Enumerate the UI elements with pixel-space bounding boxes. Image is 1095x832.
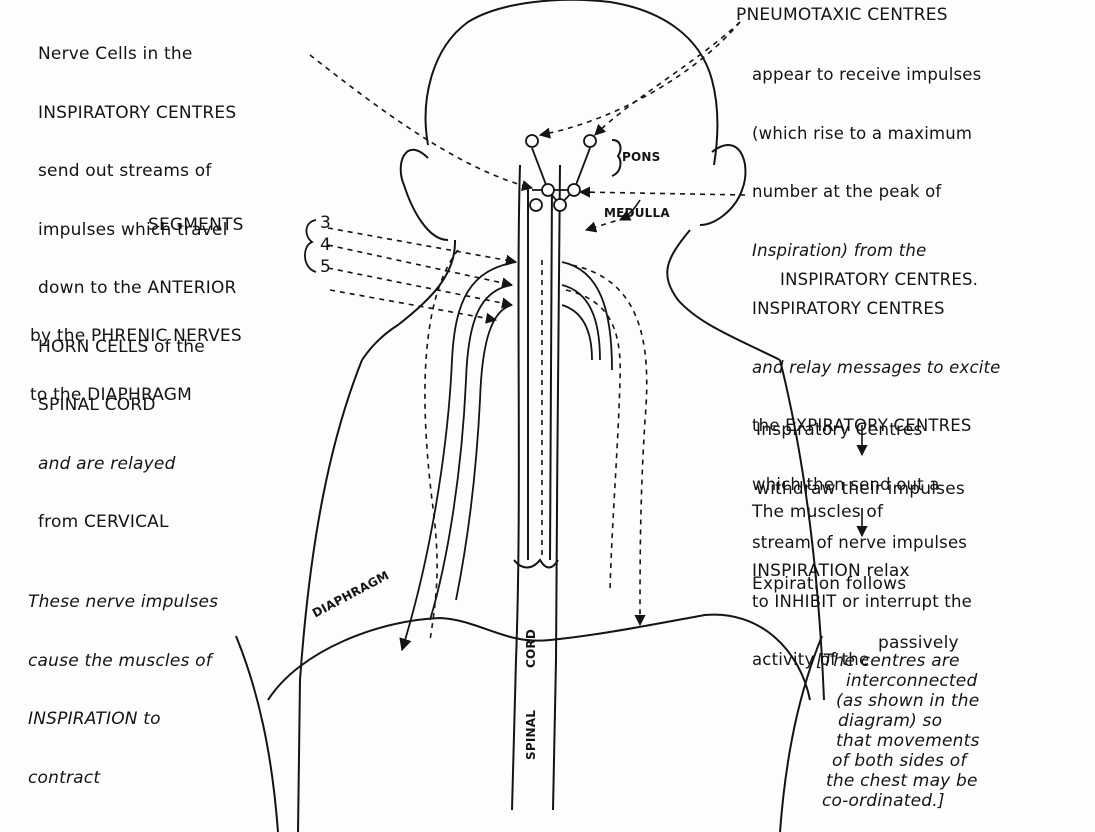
phrenic-nerve-left-3 <box>456 305 512 600</box>
left-ear <box>401 150 448 240</box>
note-line-4: diagram) so <box>838 712 942 732</box>
phrenic-text-line: to the DIAPHRAGM <box>30 386 242 406</box>
cord-cut <box>514 560 558 568</box>
leader-seg3 <box>328 228 516 262</box>
spinal-cord-right <box>553 165 560 810</box>
head-outline <box>426 0 718 165</box>
phrenic-nerve-left-2 <box>430 285 512 620</box>
pneumotaxic-title: PNEUMOTAXIC CENTRES <box>736 6 948 26</box>
dashed-nerve-right-inner <box>566 290 620 590</box>
segments-label: SEGMENTS <box>148 216 244 236</box>
pneumotaxic-text-line: number at the peak of <box>752 182 1001 202</box>
leader-expiratory <box>580 192 745 195</box>
impulses-text-line: These nerve impulses <box>28 593 218 613</box>
impulses-text-line: contract <box>28 769 218 789</box>
pneumotaxic-text-line: INSPIRATORY CENTRES <box>752 299 1001 319</box>
cord-label: CORD <box>524 629 538 668</box>
note-line-6: of both sides of <box>832 752 967 772</box>
pneumotaxic-text-line: Inspiration) from the <box>752 241 1001 261</box>
chest-wall-left <box>236 636 278 832</box>
left-text-line: from CERVICAL <box>38 513 237 533</box>
pons-label: PONS <box>622 150 660 164</box>
note-line-2: interconnected <box>846 672 977 692</box>
pneumotaxic-text-line: and relay messages to excite <box>752 358 1001 378</box>
leader-phrenic <box>330 290 496 320</box>
impulses-text-block: These nerve impulses cause the muscles o… <box>28 554 218 827</box>
note-line-7: the chest may be <box>826 772 978 792</box>
pneumotaxic-text-line: appear to receive impulses <box>752 65 1001 85</box>
impulses-text-line: cause the muscles of <box>28 652 218 672</box>
note-line-1: [The centres are <box>816 652 960 672</box>
sequence-line: Expiration follows <box>752 575 959 595</box>
note-line-8: co-ordinated.] <box>822 792 945 812</box>
medulla-label: MEDULLA <box>604 206 670 220</box>
phrenic-nerve-right-1 <box>562 262 612 370</box>
pneumotaxic-text-line: (which rise to a maximum <box>752 124 1001 144</box>
phrenic-nerve-left-1 <box>402 262 516 650</box>
neck-left <box>362 240 455 360</box>
segment-number-3: 3 <box>320 214 331 234</box>
phrenic-text-block: by the PHRENIC NERVES to the DIAPHRAGM <box>30 288 242 444</box>
note-line-5: that movements <box>836 732 980 752</box>
left-text-line: INSPIRATORY CENTRES <box>38 104 237 124</box>
spinal-label: SPINAL <box>524 710 538 760</box>
phrenic-nerve-right-3 <box>562 305 592 360</box>
left-text-line: and are relayed <box>38 455 237 475</box>
right-ear <box>700 145 745 225</box>
segment-number-5: 5 <box>320 258 331 278</box>
sequence-line: Inspiratory Centres <box>756 421 965 441</box>
pneumotaxic-final-line: INSPIRATORY CENTRES. <box>780 270 978 290</box>
segment-brace <box>305 220 316 272</box>
spinal-cord-inner-right <box>550 185 552 560</box>
impulses-text-line: INSPIRATION to <box>28 710 218 730</box>
phrenic-nerve-right-2 <box>562 285 600 360</box>
pons-bracket <box>612 140 620 176</box>
left-text-line: send out streams of <box>38 162 237 182</box>
segment-number-4: 4 <box>320 236 331 256</box>
leader-pneumotaxic-2 <box>540 22 740 135</box>
sequence-line: The muscles of <box>752 503 910 523</box>
left-text-line: Nerve Cells in the <box>38 45 237 65</box>
note-line-3: (as shown in the <box>836 692 979 712</box>
leader-seg4 <box>328 245 512 285</box>
leader-left-to-centres <box>310 55 532 188</box>
diaphragm-curve <box>268 615 810 700</box>
phrenic-text-line: by the PHRENIC NERVES <box>30 327 242 347</box>
